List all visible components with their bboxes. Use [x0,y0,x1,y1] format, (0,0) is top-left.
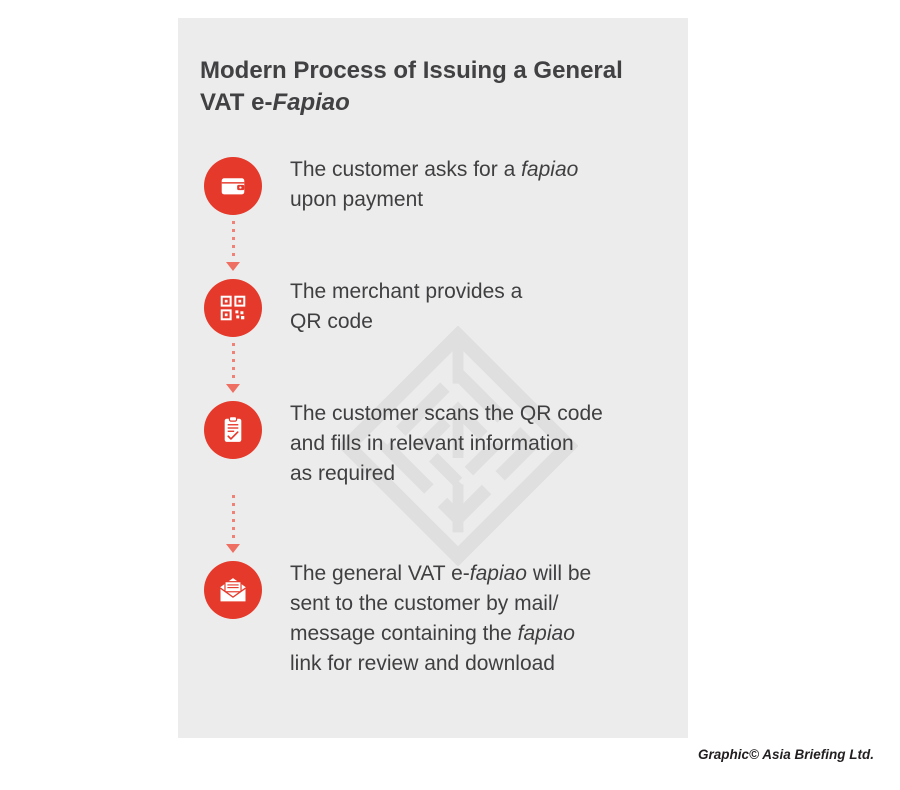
dotted-connector [200,221,668,271]
step-text-italic: fapiao [469,562,527,585]
step-row-efapiao-sent: The general VAT e-fapiao will be sent to… [200,559,668,679]
mail-icon [204,561,262,619]
step-text: The merchant provides a QR code [290,277,522,337]
dotted-line [231,221,235,261]
credit-text: Graphic© Asia Briefing Ltd. [698,747,874,762]
step-row-customer-asks: The customer asks for a fapiao upon paym… [200,155,668,215]
step-text: The customer scans the QR code and fills… [290,399,603,489]
dotted-line [231,343,235,383]
step-text-segment: The customer scans the QR code and fills… [290,402,603,485]
process-steps: The customer asks for a fapiao upon paym… [200,155,668,679]
dotted-line [231,495,235,543]
title-italic-word: Fapiao [272,89,350,116]
step-text: The general VAT e-fapiao will be sent to… [290,559,591,679]
step-row-scan-fill: The customer scans the QR code and fills… [200,399,668,489]
arrow-down-icon [226,262,240,271]
qr-code-icon [204,279,262,337]
step-text-segment: will be sent to the customer by mail/ me… [290,562,592,645]
arrow-down-icon [226,544,240,553]
step-text-segment: The merchant provides a QR code [290,280,523,333]
arrow-down-icon [226,384,240,393]
step-text-segment: upon payment [290,188,424,211]
step-text-italic: fapiao [517,622,575,645]
step-text-segment: The general VAT e- [290,562,470,585]
step-text-segment: link for review and download [290,652,555,675]
step-row-merchant-qr: The merchant provides a QR code [200,277,668,337]
clipboard-icon [204,401,262,459]
step-text-italic: fapiao [521,158,579,181]
title-text: Modern Process of Issuing a General VAT … [200,57,623,116]
infographic-card: Modern Process of Issuing a General VAT … [178,18,688,738]
dotted-connector [200,343,668,393]
wallet-icon [204,157,262,215]
dotted-connector [200,495,668,553]
step-text-segment: The customer asks for a [290,158,522,181]
step-text: The customer asks for a fapiao upon paym… [290,155,578,215]
page-title: Modern Process of Issuing a General VAT … [200,55,668,119]
